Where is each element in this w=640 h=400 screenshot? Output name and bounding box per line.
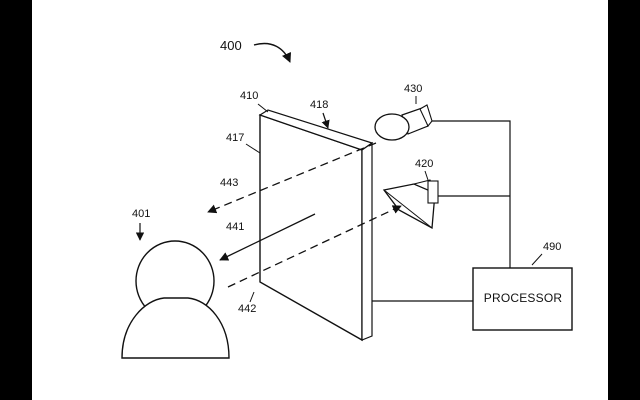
patent-diagram: 400 401 410 417 418 430 420 PROCESSOR 49… bbox=[121, 38, 573, 359]
display-screen bbox=[258, 109, 374, 342]
camera-device bbox=[374, 104, 433, 141]
display-back-pointer-arrow bbox=[321, 112, 330, 129]
processor-leader bbox=[531, 253, 543, 266]
processor-text: PROCESSOR bbox=[484, 291, 563, 305]
display-front-leader bbox=[257, 103, 269, 113]
ray-443-line bbox=[207, 142, 377, 214]
display-edge-label: 417 bbox=[226, 132, 244, 144]
ray-443-label: 443 bbox=[220, 177, 238, 189]
display-front-label: 410 bbox=[240, 90, 258, 102]
display-edge-leader bbox=[245, 143, 261, 154]
camera-to-processor-wire bbox=[432, 120, 511, 268]
ray-442-line bbox=[227, 205, 402, 288]
camera-lens bbox=[374, 113, 410, 141]
projector-leader bbox=[424, 170, 429, 181]
display-side-edge bbox=[361, 141, 373, 341]
connection-wires bbox=[372, 120, 511, 302]
processor-box bbox=[472, 267, 573, 331]
display-front-face bbox=[259, 114, 363, 342]
viewer-figure bbox=[121, 240, 230, 359]
patent-figure-canvas: 400 401 410 417 418 430 420 PROCESSOR 49… bbox=[32, 0, 608, 400]
ray-441-label: 441 bbox=[226, 221, 244, 233]
projector-body bbox=[382, 183, 436, 230]
viewer-label: 401 bbox=[132, 208, 150, 220]
viewer-body bbox=[121, 297, 230, 359]
projector-label: 420 bbox=[415, 158, 433, 170]
camera-label: 430 bbox=[404, 83, 422, 95]
projector-device bbox=[382, 179, 439, 230]
projector-fold-line bbox=[383, 189, 433, 229]
ray-441-line bbox=[219, 213, 316, 261]
figure-number-label: 400 bbox=[220, 38, 242, 53]
projector-rear-box bbox=[427, 180, 439, 204]
display-back-label: 418 bbox=[310, 99, 328, 111]
ray-442-leader bbox=[249, 291, 255, 303]
ray-442-label: 442 bbox=[238, 303, 256, 315]
processor-label: 490 bbox=[543, 241, 561, 253]
figure-number-arrow bbox=[253, 42, 292, 63]
